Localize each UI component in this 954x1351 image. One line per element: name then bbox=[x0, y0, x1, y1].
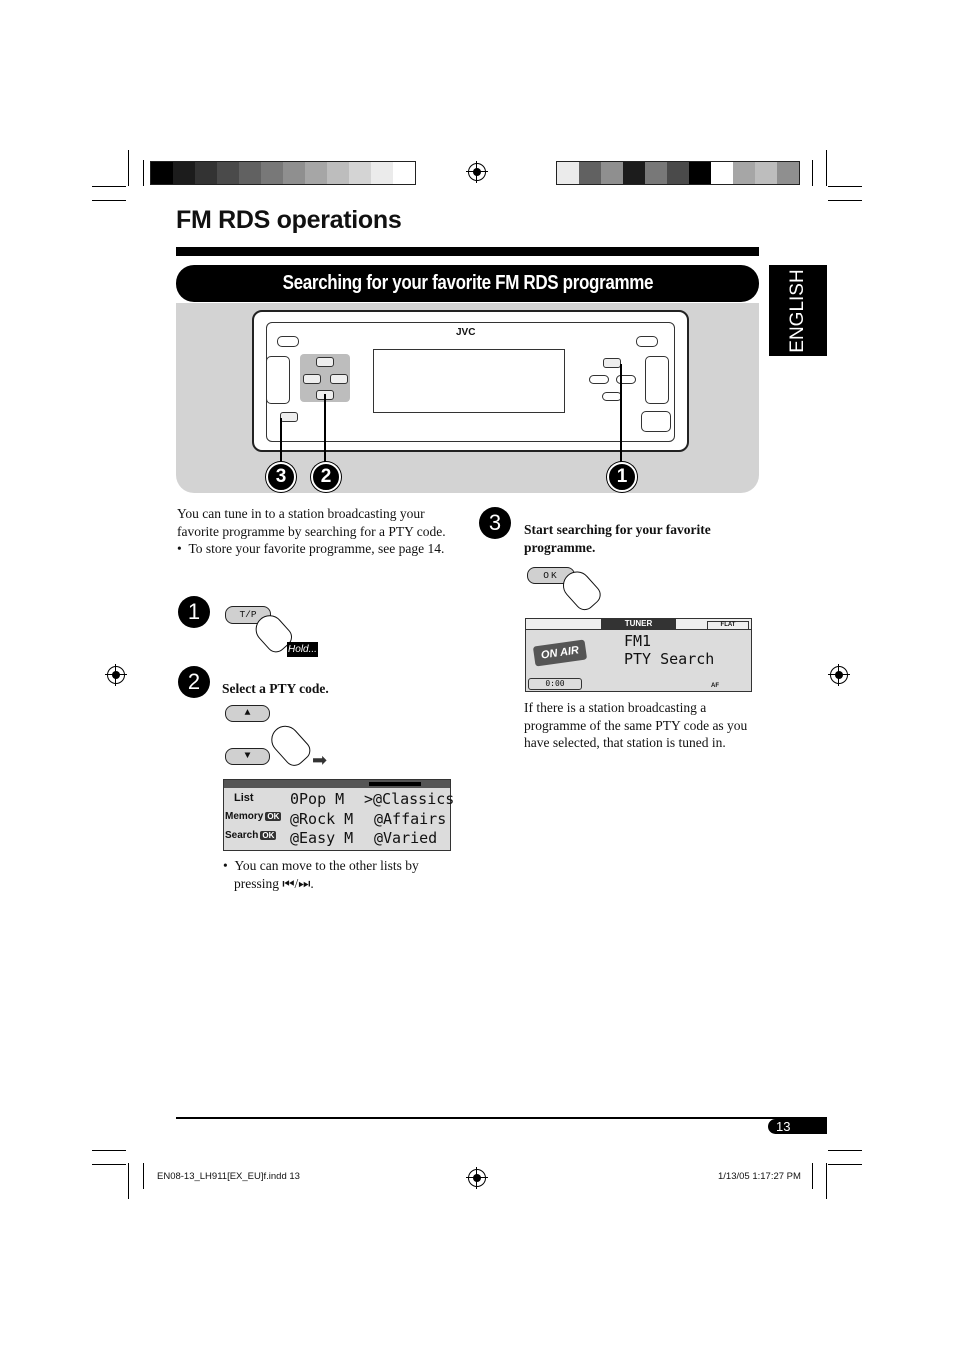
color-swatch bbox=[393, 162, 415, 184]
eject-button bbox=[641, 411, 671, 432]
step-2-note: • You can move to the other lists by pre… bbox=[223, 858, 419, 891]
lcd-band: FM1 bbox=[624, 632, 652, 650]
color-swatch bbox=[151, 162, 173, 184]
color-swatch bbox=[239, 162, 261, 184]
hold-label: Hold... bbox=[287, 642, 318, 657]
lcd-pty-item: @Affairs bbox=[374, 810, 447, 828]
color-calibration-bar-right bbox=[556, 161, 800, 185]
color-swatch bbox=[173, 162, 195, 184]
tuner-lcd: TUNER FLAT ON AIR FM1 PTY Search 0:00 AF bbox=[525, 618, 752, 692]
color-swatch bbox=[755, 162, 777, 184]
color-swatch bbox=[623, 162, 645, 184]
intro-text: You can tune in to a station broadcastin… bbox=[177, 506, 446, 539]
top-right-button bbox=[636, 336, 658, 347]
color-swatch bbox=[261, 162, 283, 184]
lcd-pty-item-selected: >@Classics bbox=[364, 790, 455, 808]
color-swatch bbox=[601, 162, 623, 184]
top-left-button bbox=[277, 336, 299, 347]
step-3-after: If there is a station broadcasting a pro… bbox=[524, 700, 748, 750]
lcd-pty-item: 0Pop M bbox=[290, 790, 345, 808]
step-1-badge: 1 bbox=[178, 596, 210, 628]
bottom-rule bbox=[176, 1117, 827, 1119]
callout-line bbox=[324, 394, 326, 464]
right-knob bbox=[645, 356, 669, 404]
registration-mark-icon bbox=[466, 1167, 488, 1189]
page-number: 13 bbox=[768, 1119, 827, 1134]
color-swatch bbox=[371, 162, 393, 184]
finger-icon bbox=[265, 720, 315, 770]
lcd-header-tuner: TUNER bbox=[601, 619, 676, 629]
color-swatch bbox=[579, 162, 601, 184]
callout-line bbox=[620, 364, 622, 464]
color-swatch bbox=[557, 162, 579, 184]
preset-button bbox=[602, 392, 622, 401]
color-swatch bbox=[305, 162, 327, 184]
lcd-label-list: List bbox=[234, 792, 254, 804]
up-button bbox=[316, 357, 334, 367]
color-calibration-bar-left bbox=[150, 161, 416, 185]
registration-mark-icon bbox=[828, 664, 850, 686]
step-3-heading: Start searching for your favorite progra… bbox=[524, 522, 711, 555]
unit-display bbox=[373, 349, 565, 413]
subsection-title-bar: Searching for your favorite FM RDS progr… bbox=[176, 265, 759, 302]
brand-logo: JVC bbox=[456, 327, 476, 338]
color-swatch bbox=[777, 162, 799, 184]
color-swatch bbox=[195, 162, 217, 184]
section-title: FM RDS operations bbox=[176, 206, 402, 234]
down-arrow-button: ▼ bbox=[225, 748, 270, 765]
right-button bbox=[330, 374, 348, 384]
subsection-title: Searching for your favorite FM RDS progr… bbox=[282, 272, 653, 294]
callout-badge-3: 3 bbox=[266, 462, 296, 492]
preset-button bbox=[589, 375, 609, 384]
lcd-pty-item: @Rock M bbox=[290, 810, 354, 828]
color-swatch bbox=[217, 162, 239, 184]
footer-file: EN08-13_LH911[EX_EU]f.indd 13 bbox=[157, 1171, 300, 1182]
lcd-clock: 0:00 bbox=[528, 678, 582, 690]
color-swatch bbox=[711, 162, 733, 184]
callout-badge-1: 1 bbox=[607, 462, 637, 492]
step-2-badge: 2 bbox=[178, 666, 210, 698]
color-swatch bbox=[645, 162, 667, 184]
color-swatch bbox=[667, 162, 689, 184]
preset-button bbox=[616, 375, 636, 384]
lcd-pty-item: @Varied bbox=[374, 829, 438, 847]
ok-button-unit bbox=[603, 358, 621, 368]
lcd-flat: FLAT bbox=[707, 621, 749, 630]
callout-line bbox=[280, 418, 282, 464]
on-air-badge: ON AIR bbox=[532, 639, 588, 667]
color-swatch bbox=[349, 162, 371, 184]
language-tab: ENGLISH bbox=[769, 265, 827, 356]
color-swatch bbox=[283, 162, 305, 184]
lcd-progress bbox=[369, 782, 421, 786]
color-swatch bbox=[689, 162, 711, 184]
left-knob bbox=[266, 356, 290, 404]
up-arrow-button: ▲ bbox=[225, 705, 270, 722]
color-swatch bbox=[733, 162, 755, 184]
registration-mark-icon bbox=[105, 664, 127, 686]
callout-badge-2: 2 bbox=[311, 462, 341, 492]
lcd-status: PTY Search bbox=[624, 650, 715, 668]
move-arrow-icon: ➡ bbox=[312, 750, 328, 770]
lcd-pty-item: @Easy M bbox=[290, 829, 354, 847]
step-2-heading: Select a PTY code. bbox=[222, 681, 329, 696]
intro-bullet: • To store your favorite programme, see … bbox=[177, 541, 445, 556]
tp-button-unit bbox=[280, 412, 298, 422]
color-swatch bbox=[327, 162, 349, 184]
registration-mark-icon bbox=[466, 161, 488, 183]
step-3-badge: 3 bbox=[479, 507, 511, 539]
title-rule bbox=[176, 247, 759, 256]
lcd-top-bar bbox=[224, 780, 450, 788]
lcd-af: AF bbox=[711, 683, 719, 689]
footer-date: 1/13/05 1:17:27 PM bbox=[718, 1171, 801, 1182]
left-button bbox=[303, 374, 321, 384]
